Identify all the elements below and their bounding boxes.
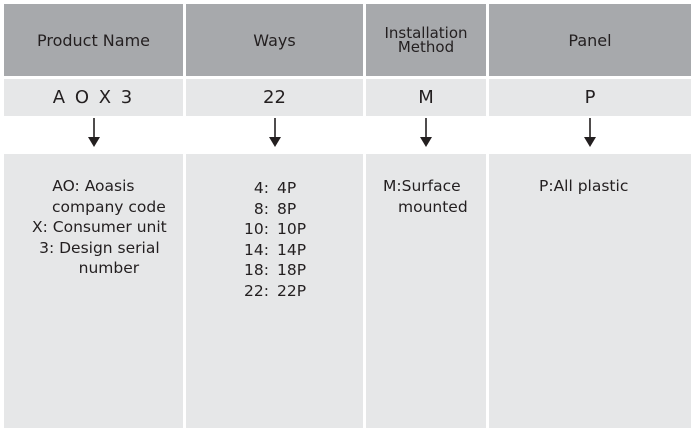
ways-poles: 4P xyxy=(277,179,297,197)
ways-number: 18: xyxy=(244,261,269,279)
header-installation-method-label: Installation Method xyxy=(384,24,468,56)
ways-item: 22: 22P xyxy=(237,281,306,302)
ways-poles: 8P xyxy=(277,199,297,218)
desc-installation-list: M:Surface mounted xyxy=(376,176,468,217)
desc-ways-list: 4: 4P 8: 8P 10: 10P 14: 14P 18: 18P 22: 22P xyxy=(237,178,306,301)
header-installation-line2: Method xyxy=(397,38,455,56)
desc-line: number xyxy=(78,259,140,277)
desc-line: company code xyxy=(52,197,166,216)
header-ways: Ways xyxy=(186,4,363,76)
code-ways-value: 22 xyxy=(263,87,286,108)
desc-line: mounted xyxy=(398,197,468,216)
ways-poles: 10P xyxy=(277,220,307,238)
ways-number: 8: xyxy=(253,199,269,218)
desc-panel: P:All plastic xyxy=(489,154,691,428)
header-installation-line1: Installation xyxy=(384,24,468,42)
arrow-down-icon xyxy=(420,118,432,148)
ways-item: 18: 18P xyxy=(237,260,306,281)
desc-line: 3: Design serial xyxy=(39,238,160,257)
code-installation-method-value: M xyxy=(418,87,434,108)
header-product-name: Product Name xyxy=(4,4,183,76)
code-product-name-value: A O X 3 xyxy=(52,87,135,108)
ways-item: 8: 8P xyxy=(237,199,306,220)
code-ways: 22 xyxy=(186,79,363,116)
desc-line: X: Consumer unit xyxy=(32,218,167,236)
header-installation-method: Installation Method xyxy=(366,4,486,76)
desc-line: AO: Aoasis xyxy=(52,177,135,195)
ways-number: 22: xyxy=(244,281,269,300)
desc-installation-method: M:Surface mounted xyxy=(366,154,486,428)
desc-line: P:All plastic xyxy=(539,177,629,195)
header-panel-label: Panel xyxy=(568,30,612,50)
code-panel-value: P xyxy=(584,87,596,108)
ways-number: 4: xyxy=(253,179,269,197)
arrow-down-icon xyxy=(269,118,281,148)
desc-panel-text: P:All plastic xyxy=(539,176,628,197)
ways-number: 14: xyxy=(244,240,269,259)
code-product-name: A O X 3 xyxy=(4,79,183,116)
header-product-name-label: Product Name xyxy=(36,30,151,50)
ways-number: 10: xyxy=(244,220,269,238)
ways-poles: 14P xyxy=(277,240,307,259)
ways-item: 4: 4P xyxy=(237,178,306,199)
header-panel: Panel xyxy=(489,4,691,76)
arrow-down-icon xyxy=(88,118,100,148)
ways-poles: 18P xyxy=(277,261,307,279)
desc-product-name-list: AO: Aoasis company code X: Consumer unit… xyxy=(20,176,167,279)
code-installation-method: M xyxy=(366,79,486,116)
header-ways-label: Ways xyxy=(253,30,296,50)
ways-poles: 22P xyxy=(277,281,307,300)
code-panel: P xyxy=(489,79,691,116)
desc-product-name: AO: Aoasis company code X: Consumer unit… xyxy=(4,154,183,428)
desc-ways: 4: 4P 8: 8P 10: 10P 14: 14P 18: 18P 22: 22P xyxy=(186,154,363,428)
ways-item: 10: 10P xyxy=(237,219,306,240)
desc-line: M:Surface xyxy=(383,177,461,195)
ways-item: 14: 14P xyxy=(237,240,306,261)
arrow-down-icon xyxy=(584,118,596,148)
